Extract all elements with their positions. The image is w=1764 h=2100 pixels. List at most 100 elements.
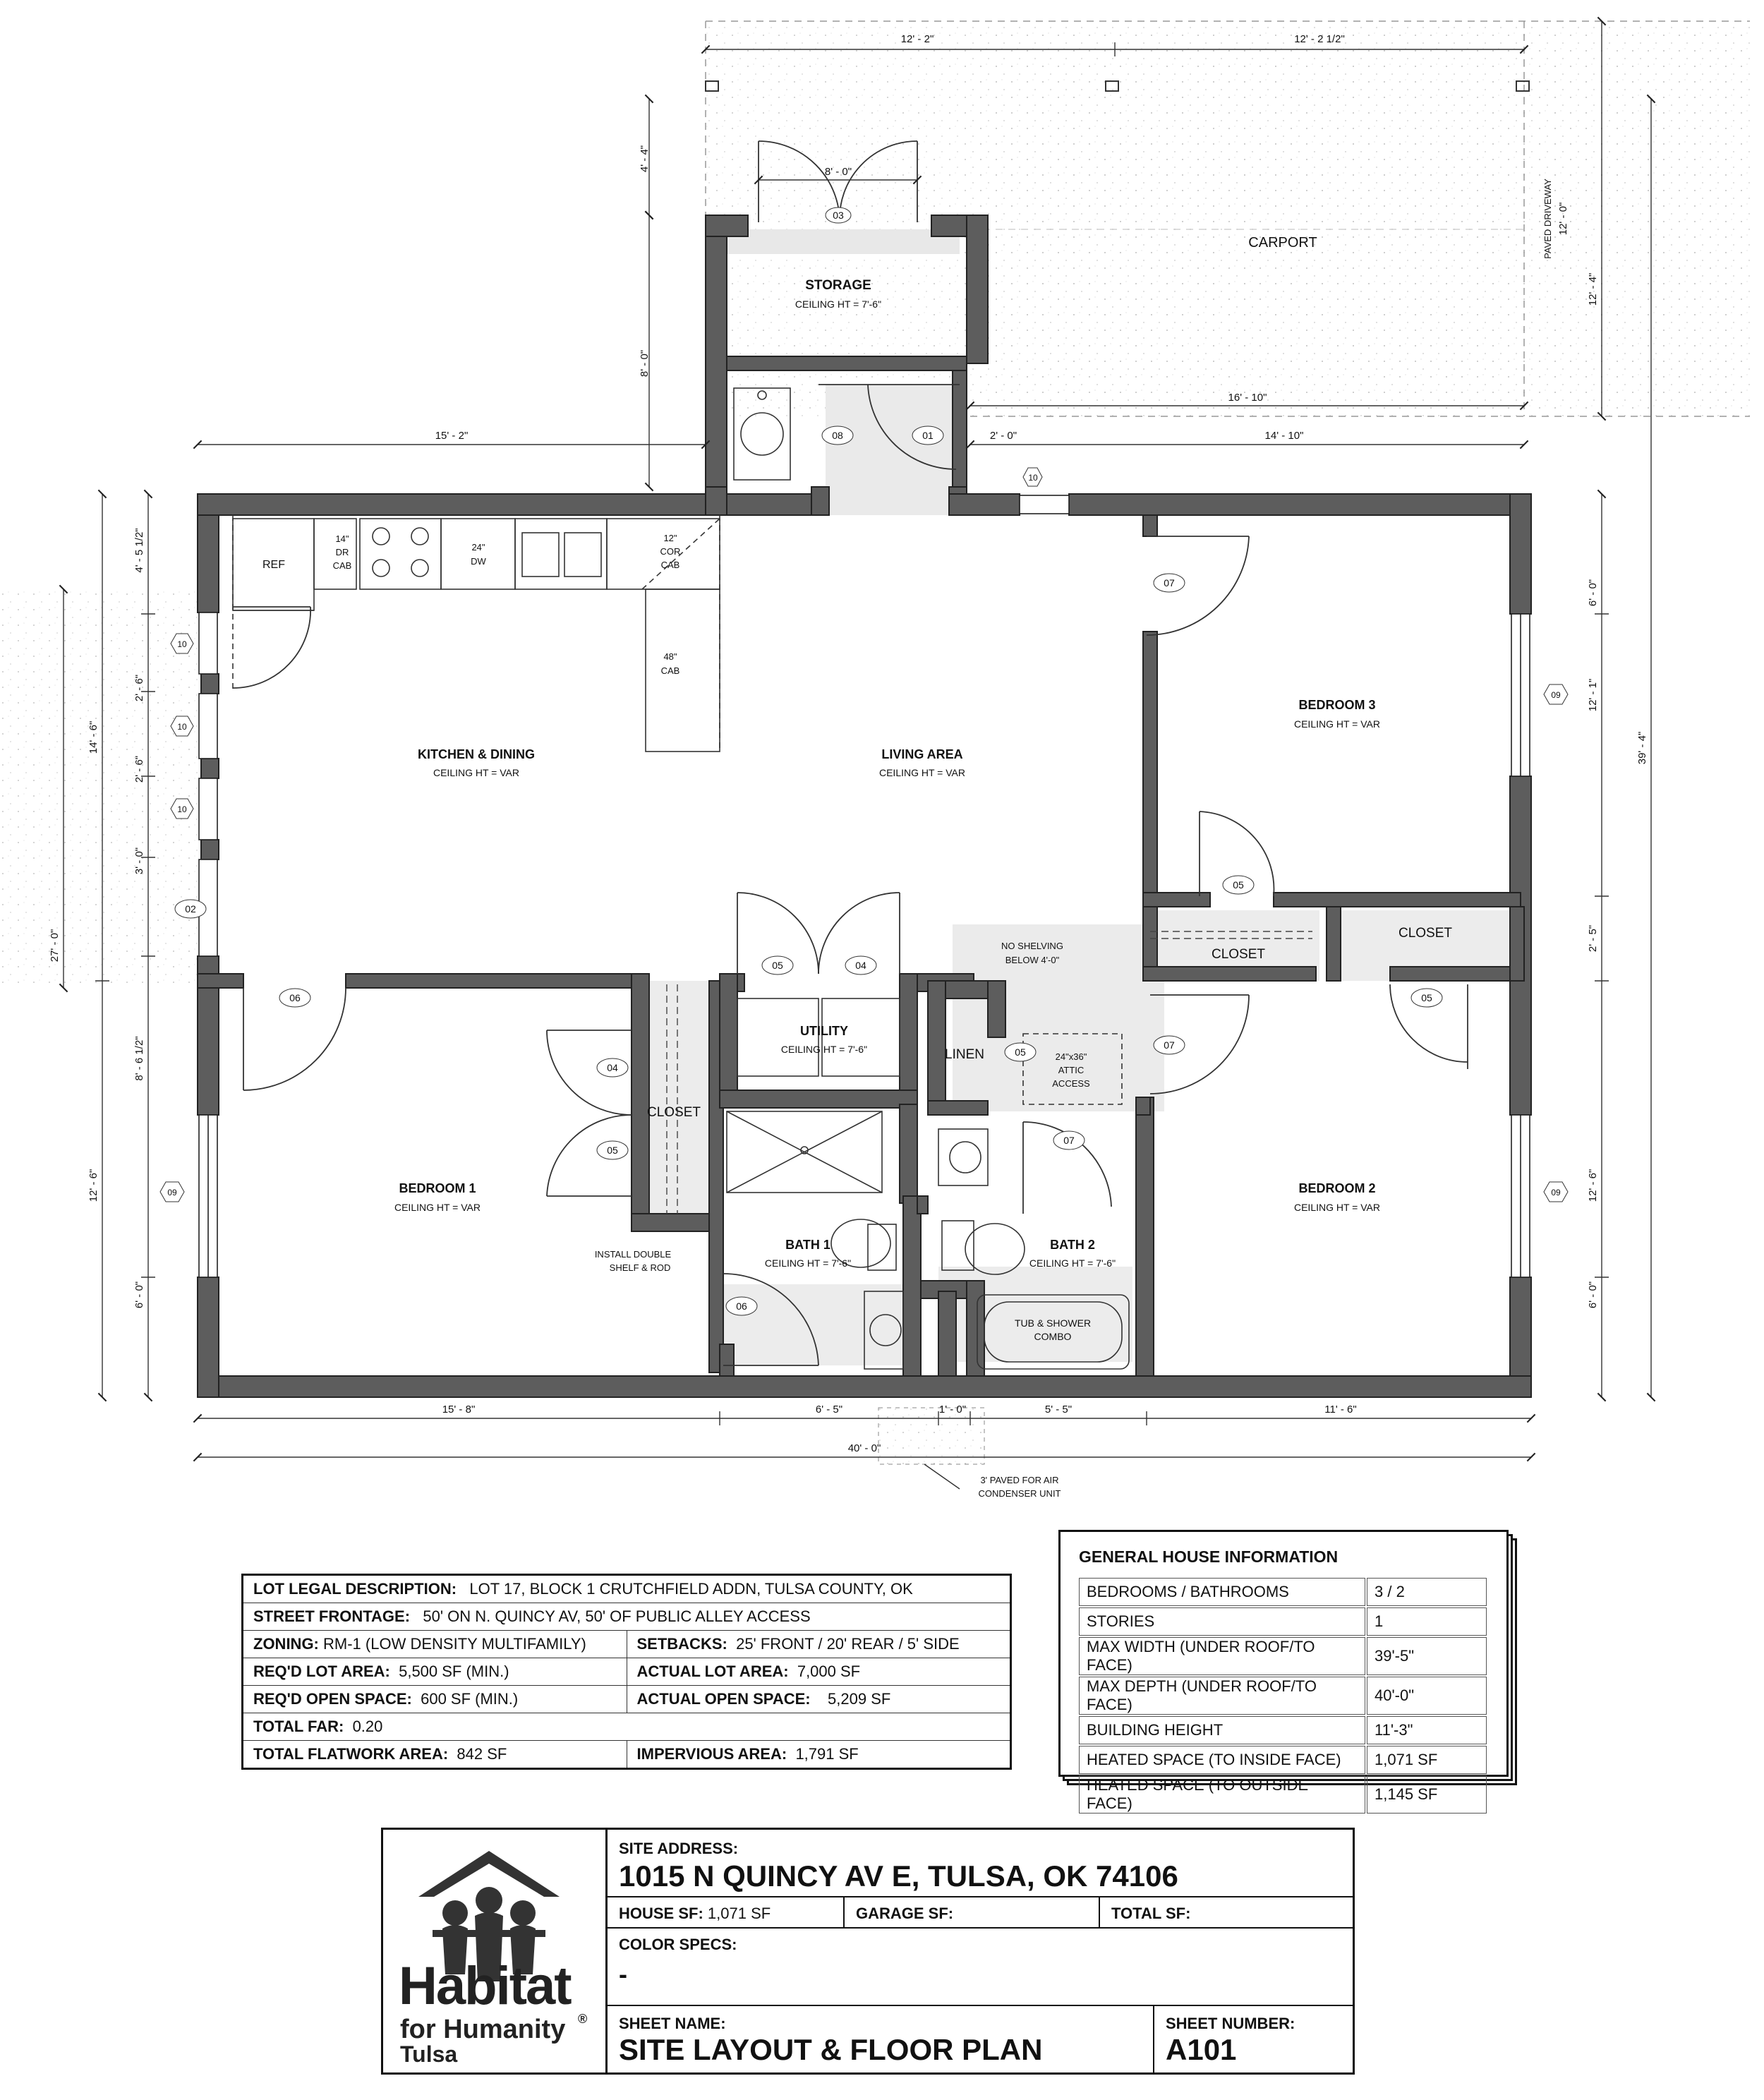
lot-row: REQ'D OPEN SPACE: 600 SF (MIN.) ACTUAL O… <box>243 1685 1010 1713</box>
dr-cab-label-3: CAB <box>333 560 352 571</box>
walls <box>197 215 1532 1398</box>
cor-cab-label-2: COR <box>660 546 681 557</box>
tag-door-01: 01 <box>912 426 944 445</box>
driveway-width: 12' - 0" <box>1557 203 1569 236</box>
tag-door-05-utility: 05 <box>761 955 794 975</box>
house-info-label: HEATED SPACE (TO OUTSIDE FACE) <box>1079 1775 1365 1814</box>
dim-kitchen-width: 15' - 2" <box>435 430 469 442</box>
utility-label: UTILITY <box>800 1024 848 1038</box>
house-info-table: GENERAL HOUSE INFORMATION BEDROOMS / BAT… <box>1058 1530 1509 1814</box>
garage-sf-label: GARAGE SF: <box>856 1905 954 1922</box>
tags: 03 08 01 10 07 09 05 10 10 10 02 06 05 0… <box>159 207 1569 1316</box>
tag-door-06-br1: 06 <box>279 988 311 1008</box>
attic-label-2: ATTIC <box>1058 1065 1085 1075</box>
dimension-labels: 12' - 2" 12' - 2 1/2" 8' - 0" 16' - 10" … <box>49 33 1648 1454</box>
lot-label: TOTAL FAR: <box>253 1718 344 1735</box>
color-specs-label: COLOR SPECS: <box>619 1936 737 1953</box>
lot-row: TOTAL FAR: 0.20 <box>243 1713 1010 1741</box>
lot-value: 50' ON N. QUINCY AV, 50' OF PUBLIC ALLEY… <box>423 1607 811 1625</box>
dim-carport-top-right: 12' - 2 1/2" <box>1294 33 1345 45</box>
closet-bedroom1-label: CLOSET <box>647 1105 701 1120</box>
svg-text:07: 07 <box>1063 1135 1075 1146</box>
house-info-value: 1,145 SF <box>1367 1775 1487 1814</box>
living-ceiling: CEILING HT = VAR <box>879 767 965 778</box>
kitchen-fixtures <box>232 515 720 752</box>
lot-value: 0.20 <box>352 1718 383 1735</box>
color-specs-value: - <box>619 1960 627 1989</box>
dim-left-4-5: 4' - 5 1/2" <box>133 528 145 572</box>
tag-door-02: 02 <box>174 899 207 919</box>
note-double-shelf-2: SHELF & ROD <box>610 1262 671 1273</box>
tag-window-10-c: 10 <box>170 798 194 819</box>
dim-carport-depth: 12' - 4" <box>1587 273 1599 306</box>
svg-text:02: 02 <box>185 903 196 915</box>
house-info-row: MAX WIDTH (UNDER ROOF/TO FACE)39'-5" <box>1079 1637 1487 1675</box>
dim-overall-depth: 39' - 4" <box>1636 732 1648 765</box>
svg-text:09: 09 <box>1551 690 1561 700</box>
dimension-lines <box>59 16 1656 1490</box>
sheet-name-label: SHEET NAME: <box>619 2015 726 2032</box>
house-sf-label: HOUSE SF: <box>619 1905 703 1922</box>
site-address-value: 1015 N QUINCY AV E, TULSA, OK 74106 <box>619 1859 1178 1893</box>
dim-bottom-6-5: 6' - 5" <box>816 1404 842 1416</box>
lot-row: LOT LEGAL DESCRIPTION: LOT 17, BLOCK 1 C… <box>243 1576 1010 1603</box>
lot-value: LOT 17, BLOCK 1 CRUTCHFIELD ADDN, TULSA … <box>469 1580 913 1598</box>
tag-door-07-top: 07 <box>1153 573 1185 593</box>
bedroom2-label: BEDROOM 2 <box>1298 1181 1375 1195</box>
site-address-cell: SITE ADDRESS: 1015 N QUINCY AV E, TULSA,… <box>608 1830 1353 1897</box>
dim-left-6-0: 6' - 0" <box>133 1281 145 1308</box>
logo-habitat: Habitat <box>399 1956 572 2016</box>
house-info-value: 1,071 SF <box>1367 1746 1487 1774</box>
living-label: LIVING AREA <box>881 747 962 761</box>
house-info-value: 11'-3" <box>1367 1716 1487 1744</box>
svg-text:06: 06 <box>736 1301 747 1312</box>
svg-text:05: 05 <box>1421 992 1432 1003</box>
closet-shelves <box>666 931 1312 1214</box>
paved-areas <box>0 20 1750 1465</box>
lot-label: IMPERVIOUS AREA: <box>636 1745 787 1763</box>
lot-label: REQ'D OPEN SPACE: <box>253 1690 412 1708</box>
bedroom1-ceiling: CEILING HT = VAR <box>394 1202 481 1213</box>
tag-window-10-top: 10 <box>1022 467 1043 487</box>
sheet-name-value: SITE LAYOUT & FLOOR PLAN <box>619 2033 1043 2066</box>
cor-cab-label-1: 12" <box>663 533 677 543</box>
tag-door-07-br2: 07 <box>1153 1035 1185 1055</box>
tub-label-1: TUB & SHOWER <box>1015 1317 1091 1329</box>
dw-label-1: 24" <box>471 542 485 553</box>
tag-door-05-linen: 05 <box>1004 1042 1037 1062</box>
dim-bottom-1-0: 1' - 0" <box>939 1404 966 1416</box>
tag-door-05-closet: 05 <box>596 1140 629 1160</box>
closet-bedroom2-label: CLOSET <box>1398 926 1452 941</box>
dim-bottom-15-8: 15' - 8" <box>442 1404 476 1416</box>
house-info-label: BEDROOMS / BATHROOMS <box>1079 1578 1365 1606</box>
house-info-row: HEATED SPACE (TO OUTSIDE FACE)1,145 SF <box>1079 1775 1487 1814</box>
lot-row: REQ'D LOT AREA: 5,500 SF (MIN.) ACTUAL L… <box>243 1658 1010 1686</box>
lot-info-table: LOT LEGAL DESCRIPTION: LOT 17, BLOCK 1 C… <box>241 1574 1012 1770</box>
dim-left-14-6: 14' - 6" <box>87 721 99 754</box>
dw-label-2: DW <box>471 556 486 567</box>
dim-right-2-5: 2' - 5" <box>1587 925 1599 952</box>
lot-label: ACTUAL OPEN SPACE: <box>636 1690 811 1708</box>
house-info-label: MAX WIDTH (UNDER ROOF/TO FACE) <box>1079 1637 1365 1675</box>
svg-text:08: 08 <box>832 430 843 441</box>
sheet-name-cell: SHEET NAME: SITE LAYOUT & FLOOR PLAN <box>608 2006 1154 2072</box>
utility-ceiling: CEILING HT = 7'-6" <box>781 1044 867 1055</box>
dim-left-8-6: 8' - 6 1/2" <box>133 1036 145 1080</box>
bath2-ceiling: CEILING HT = 7'-6" <box>1029 1257 1116 1269</box>
svg-text:05: 05 <box>772 960 783 971</box>
lot-value: 5,500 SF (MIN.) <box>399 1662 509 1680</box>
svg-text:06: 06 <box>289 992 301 1003</box>
kitchen-label: KITCHEN & DINING <box>418 747 535 761</box>
house-info-row: HEATED SPACE (TO INSIDE FACE)1,071 SF <box>1079 1746 1487 1774</box>
storage-ceiling: CEILING HT = 7'-6" <box>795 298 881 310</box>
tag-door-08: 08 <box>821 426 854 445</box>
lot-value: 600 SF (MIN.) <box>421 1690 519 1708</box>
carport-label: CARPORT <box>1248 235 1317 251</box>
dim-bottom-40: 40' - 0" <box>848 1442 881 1454</box>
svg-text:01: 01 <box>922 430 934 441</box>
dim-storage-front: 4' - 4" <box>639 145 651 172</box>
lot-label: REQ'D LOT AREA: <box>253 1662 390 1680</box>
